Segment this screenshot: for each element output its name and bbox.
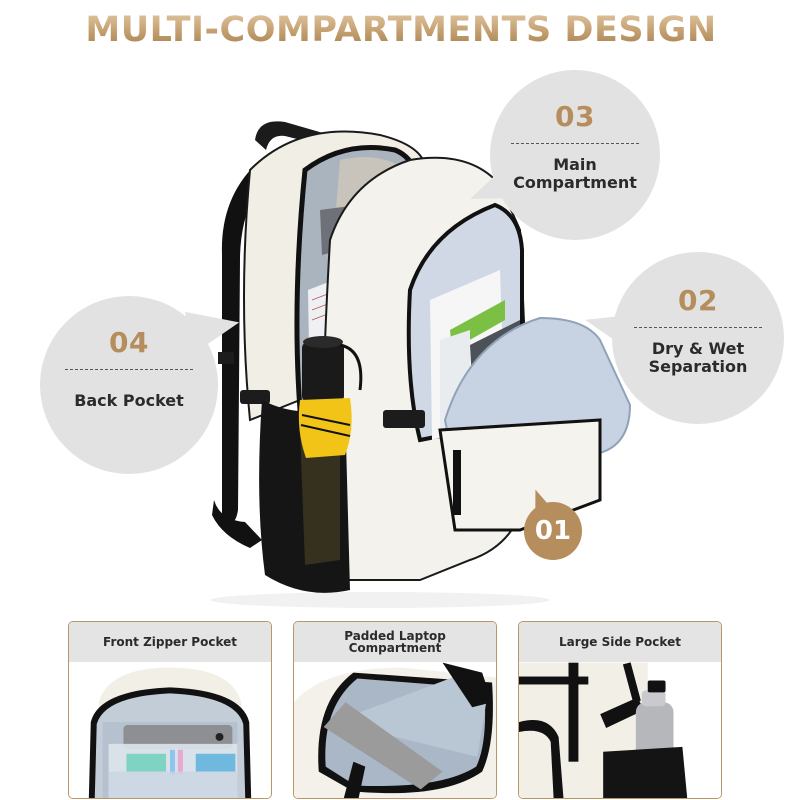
panel-caption-text: Large Side Pocket bbox=[559, 635, 681, 649]
large-side-pocket-image bbox=[519, 662, 721, 798]
callout-number: 03 bbox=[555, 100, 595, 133]
callout-divider bbox=[511, 143, 639, 144]
backpack-product-image bbox=[210, 121, 632, 608]
callout-label: Back Pocket bbox=[74, 391, 184, 410]
callout-label-line2: Compartment bbox=[513, 173, 637, 192]
callout-number: 02 bbox=[678, 284, 718, 317]
padded-laptop-compartment-image bbox=[294, 662, 496, 798]
panel-caption-text: Front Zipper Pocket bbox=[103, 635, 237, 649]
panel-caption: Large Side Pocket bbox=[519, 622, 721, 662]
callout-divider bbox=[65, 369, 193, 370]
panel-front-zipper-pocket: Front Zipper Pocket bbox=[68, 621, 272, 799]
callout-pointer bbox=[185, 304, 243, 356]
callout-dry-wet-separation: 02 Dry & Wet Separation bbox=[581, 252, 784, 424]
panel-padded-laptop-compartment: Padded Laptop Compartment bbox=[293, 621, 497, 799]
callout-label: Dry & Wet Separation bbox=[649, 340, 748, 376]
callout-main-compartment: 03 Main Compartment bbox=[463, 70, 660, 240]
callout-number: 01 bbox=[534, 516, 572, 546]
backpack-illustration bbox=[210, 121, 632, 608]
callout-label-line1: Main bbox=[553, 155, 597, 174]
panel-caption: Front Zipper Pocket bbox=[69, 622, 271, 662]
callout-divider bbox=[634, 327, 762, 328]
callout-front-pocket-badge: 01 bbox=[523, 486, 582, 560]
front-zipper-pocket-image bbox=[69, 662, 271, 798]
callout-label-line2: Separation bbox=[648, 357, 748, 376]
callout-label: Main Compartment bbox=[513, 156, 637, 192]
page-title: MULTI-COMPARTMENTS DESIGN bbox=[0, 10, 800, 50]
panel-caption-line1: Padded Laptop bbox=[344, 629, 446, 643]
panel-large-side-pocket: Large Side Pocket bbox=[518, 621, 722, 799]
callout-back-pocket: 04 Back Pocket bbox=[40, 296, 243, 474]
panel-caption-line2: Compartment bbox=[348, 641, 442, 655]
callout-label-line1: Dry & Wet bbox=[651, 339, 745, 358]
panel-caption: Padded Laptop Compartment bbox=[294, 622, 496, 662]
callout-number: 04 bbox=[109, 326, 149, 359]
